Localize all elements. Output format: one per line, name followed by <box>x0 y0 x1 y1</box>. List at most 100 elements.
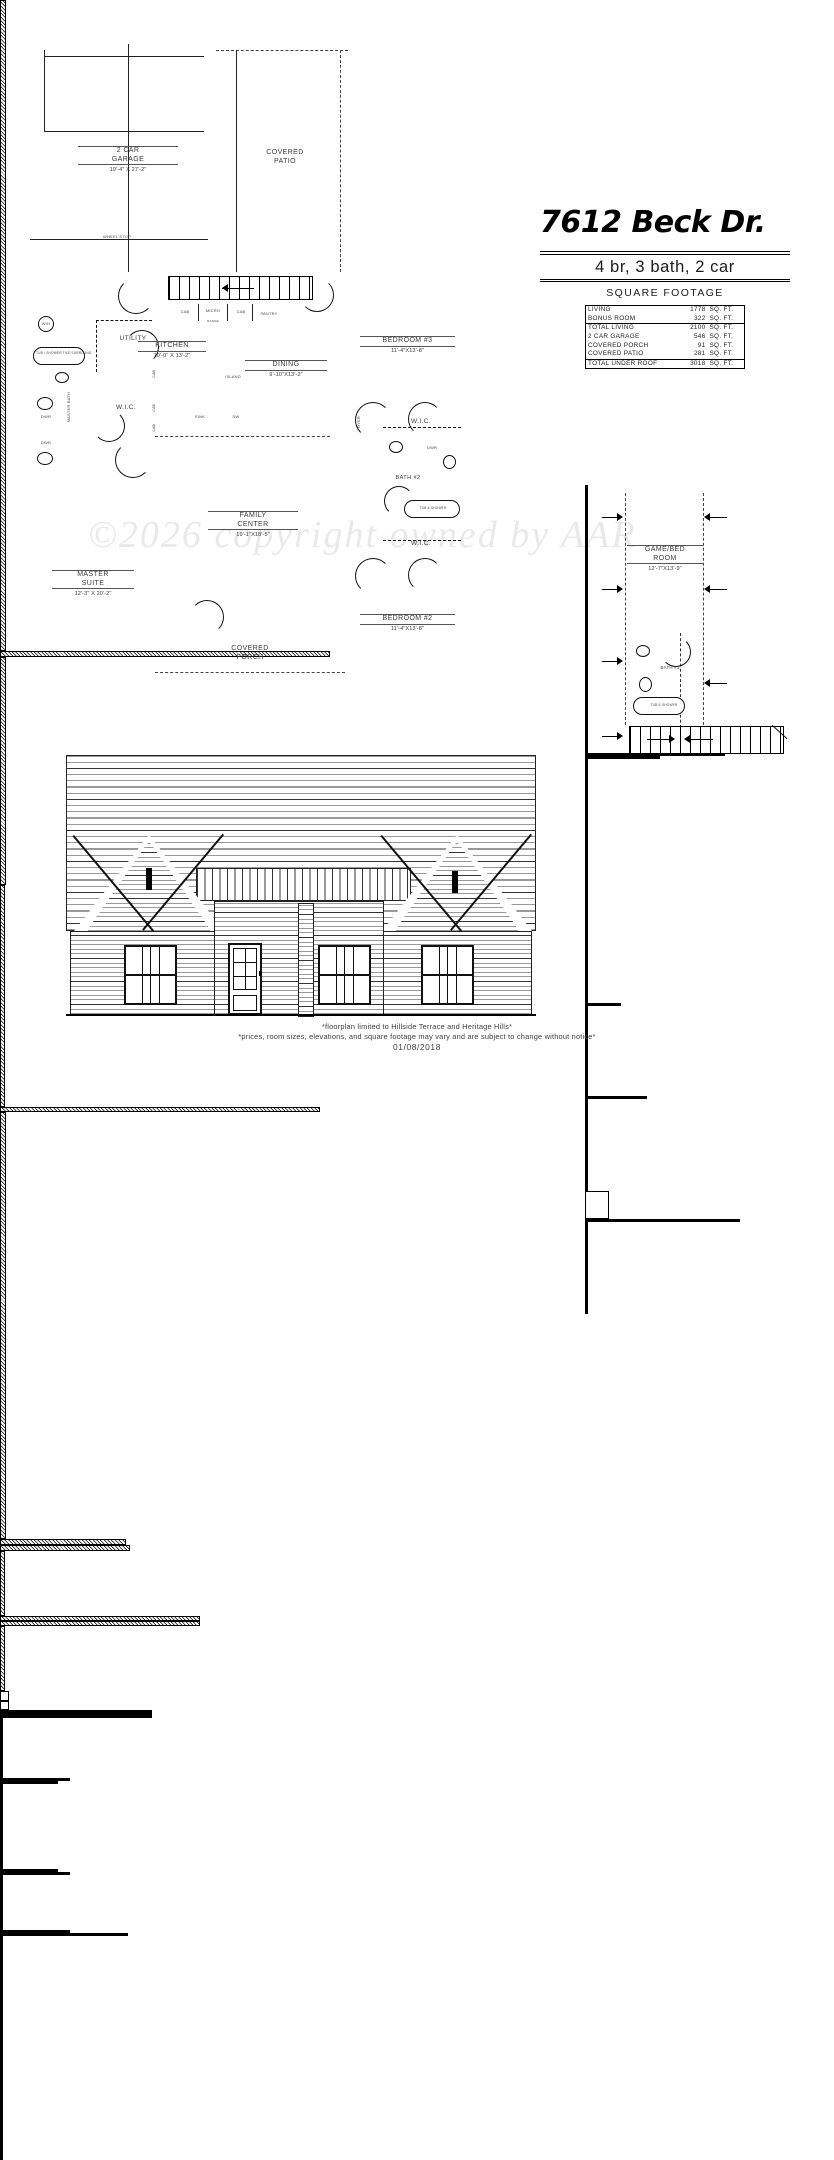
bonus-stairs-arrow-2 <box>684 735 690 743</box>
label-utility: UTILITY <box>119 335 147 342</box>
wic2-shelf <box>383 540 461 541</box>
door-swing-bath2 <box>384 486 414 516</box>
sqft-value: 91 <box>697 341 706 349</box>
door-swing-foyer <box>300 278 334 312</box>
stairs-direction-line <box>222 288 254 289</box>
garage-centerline <box>128 44 129 272</box>
kneewall-arrow-line-l2 <box>602 589 620 590</box>
wall-wc-left <box>0 1875 3 1930</box>
dining-dim: 9'-10"X13'-2" <box>245 369 327 380</box>
left-gable-vent <box>146 868 152 890</box>
label-dishwasher: DW <box>232 414 240 419</box>
door-swing-wic2 <box>408 558 442 592</box>
sqft-unit: SQ. FT. <box>709 314 734 322</box>
label-bath3: BATH #3 <box>660 665 680 670</box>
square-footage-body: LIVING 1778 SQ. FT. BONUS ROOM 322 SQ. F… <box>585 306 745 369</box>
page-title: 7612 Beck Dr. <box>540 205 766 240</box>
sqft-unit: SQ. FT. <box>709 350 734 358</box>
window-right <box>421 945 474 1005</box>
sqft-unit: SQ. FT. <box>707 358 745 369</box>
kneewall-arrow-line-l1 <box>602 517 620 518</box>
kneewall-arrow-r2 <box>704 585 710 593</box>
table-row: TOTAL LIVING 2100 SQ. FT. <box>585 323 745 333</box>
label-wic-bed3: W.I.C. <box>410 418 432 425</box>
room-label-bedroom-2: BEDROOM #2 11'-4"X13'-8" <box>360 614 455 634</box>
sqft-unit: SQ. FT. <box>709 306 734 314</box>
bonus-stairs <box>629 726 784 754</box>
dining-name: DINING <box>245 360 327 370</box>
label-island: ISLAND <box>225 374 241 379</box>
exterior-wall-mid-band <box>0 1107 320 1112</box>
label-cab-side-3: CAB <box>152 424 156 432</box>
stairs-wall-bottom <box>0 1714 152 1718</box>
door-swing-garage-entry <box>118 278 154 314</box>
family-dim: 19'-1"X18'-5" <box>208 529 298 539</box>
patio-divider <box>236 50 237 272</box>
bonus-wall-top <box>585 753 725 756</box>
table-row: BONUS ROOM 322 SQ. FT. <box>586 315 745 324</box>
family-name2: CENTER <box>237 520 269 528</box>
door-swing-wic3 <box>408 402 442 436</box>
table-row: COVERED PATIO 281 SQ. FT. <box>586 350 745 359</box>
sqft-value: 546 <box>693 332 706 340</box>
bonus-wall-right <box>585 759 588 912</box>
window-cr-muntin-v2 <box>353 945 355 1005</box>
right-gable-vent <box>452 871 458 893</box>
bonus-bath-toilet <box>639 677 652 692</box>
sqft-value: 281 <box>693 350 706 358</box>
sqft-label: COVERED PORCH <box>588 341 649 349</box>
label-dwr-2: DWR <box>40 440 52 445</box>
sqft-label: 2 CAR GARAGE <box>588 332 640 340</box>
door-swing-bed2 <box>355 558 391 594</box>
master-sink-2 <box>37 452 53 465</box>
bonus-stair-outer-right <box>585 997 588 1003</box>
window-center-right <box>318 945 371 1005</box>
sqft-value: 322 <box>693 314 706 322</box>
patio-column-top <box>0 1701 9 1710</box>
exterior-wall-family-bottom <box>0 1621 200 1626</box>
garage-apron-bottom <box>44 131 204 133</box>
master-dim: 12'-3" X 20'-2" <box>52 588 134 598</box>
footer-date: 01/08/2018 <box>393 1042 441 1052</box>
sqft-label: TOTAL LIVING <box>585 323 683 333</box>
garage-door-line <box>44 56 204 58</box>
room-label-bedroom-3: BEDROOM #3 11'-4"X13'-8" <box>360 336 455 356</box>
bonus-bath-sink <box>636 645 650 657</box>
kneewall-arrow-l2 <box>617 585 623 593</box>
sqft-value: 1778 <box>690 306 706 314</box>
kneewall-arrow-line-l3 <box>602 661 620 662</box>
exterior-wall-garage-top <box>0 651 330 657</box>
garage-apron-left <box>44 50 46 132</box>
kitchen-cab-div-1 <box>198 304 199 321</box>
sqft-label: LIVING <box>588 306 611 314</box>
label-tub-shower-bath2: TUB & SHOWER <box>419 506 447 510</box>
master-toilet <box>55 372 69 383</box>
bonus-stairs-arrow-line-2 <box>689 739 713 740</box>
wall-master-right <box>0 1936 3 2160</box>
master-wic-shelf-top <box>96 320 152 321</box>
label-pantry: PANTRY <box>260 311 278 316</box>
garage-wheelstop-line <box>30 239 208 241</box>
bonus-wall-right-lower <box>585 912 588 997</box>
bonus-wall-left <box>585 485 588 753</box>
porch-name: COVERED <box>231 645 269 652</box>
label-tub-shower-master: TUB / SHOWER TILE SURROUND <box>36 351 92 355</box>
room-label-game-bed-room: GAME/BED ROOM 12'-7"X13'-9" <box>627 545 703 573</box>
table-row: LIVING 1778 SQ. FT. <box>586 306 745 315</box>
bonus-bath-vanity <box>585 1191 609 1219</box>
sqft-label: BONUS ROOM <box>588 314 636 322</box>
label-wic-bed2: W.I.C. <box>410 540 432 547</box>
main-floor-plan: 2 CAR GARAGE 19'-4" X 27'-2" COVERED PAT… <box>0 0 500 2160</box>
bonus-kneewall-left <box>625 493 626 725</box>
door-swing-masterbath <box>93 410 125 442</box>
bonus-name: GAME/BED <box>627 545 703 555</box>
bath2-sink <box>389 441 403 453</box>
label-sink: SINK <box>194 414 206 419</box>
bonus-landing-wall <box>585 1222 588 1314</box>
label-wic-master: W.I.C. <box>115 404 137 411</box>
bed2-name: BEDROOM #2 <box>360 614 455 624</box>
bed3-name: BEDROOM #3 <box>360 336 455 346</box>
title-rule-3 <box>540 278 790 280</box>
footer-disclaimer: *floorplan limited to Hillside Terrace a… <box>0 1022 834 1052</box>
patio-name: COVERED <box>266 149 304 156</box>
